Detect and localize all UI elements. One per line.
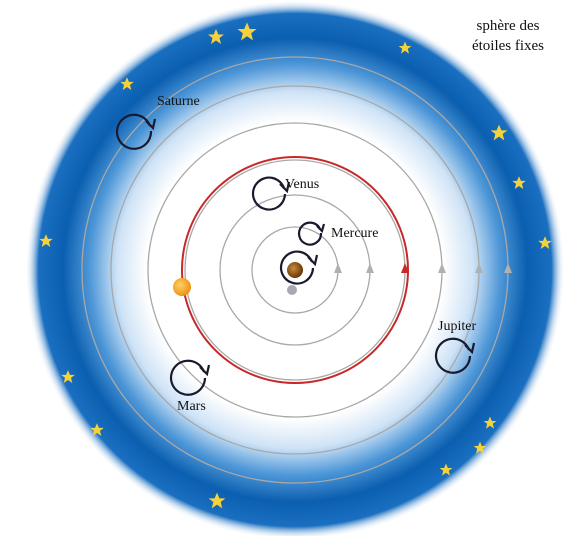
star-icon [39, 234, 53, 247]
epicycles [115, 113, 476, 396]
sun-icon [173, 278, 191, 296]
star-icon [208, 492, 226, 509]
epicycle-venus-icon [251, 176, 291, 211]
arrow-orbit-mars-icon [438, 263, 446, 273]
star-icon [61, 370, 75, 383]
label-jupiter: Jupiter [438, 319, 476, 334]
arrow-orbit-moon-icon [334, 263, 342, 273]
earth-icon [287, 262, 303, 278]
star-icon [473, 441, 487, 454]
arrow-orbit-jupiter-icon [475, 263, 483, 273]
epicycle-saturne-icon [115, 113, 157, 150]
arrow-orbit-mercure-icon [366, 263, 374, 273]
star-icon [512, 176, 526, 189]
fixed-stars-label-line1: sphère des [476, 18, 540, 34]
orbit-direction-arrows [334, 263, 512, 273]
arrow-orbit-venus-icon [401, 263, 409, 273]
label-mercure: Mercure [331, 226, 378, 241]
star-icon [90, 423, 104, 436]
label-saturne: Saturne [157, 94, 200, 109]
stars [39, 22, 552, 509]
fixed-stars-label: sphère des étoiles fixes [453, 16, 563, 56]
fixed-stars-label-line2: étoiles fixes [471, 38, 545, 54]
epicycle-mercure-icon [297, 221, 326, 246]
star-icon [538, 236, 552, 249]
orbit-sun [181, 156, 409, 384]
star-icon [439, 463, 453, 476]
star-icon [398, 41, 412, 54]
arrow-orbit-saturne-icon [504, 263, 512, 273]
moon-icon [287, 285, 297, 295]
epicycle-earth-icon [279, 250, 319, 285]
star-icon [483, 416, 497, 429]
star-icon [208, 29, 224, 44]
star-icon [120, 77, 134, 90]
label-mars: Mars [177, 399, 206, 414]
epicycle-mars-icon [169, 359, 211, 396]
star-icon [490, 124, 508, 141]
epicycle-jupiter-icon [434, 337, 476, 374]
label-venus: Venus [285, 177, 319, 192]
star-icon [237, 22, 257, 41]
